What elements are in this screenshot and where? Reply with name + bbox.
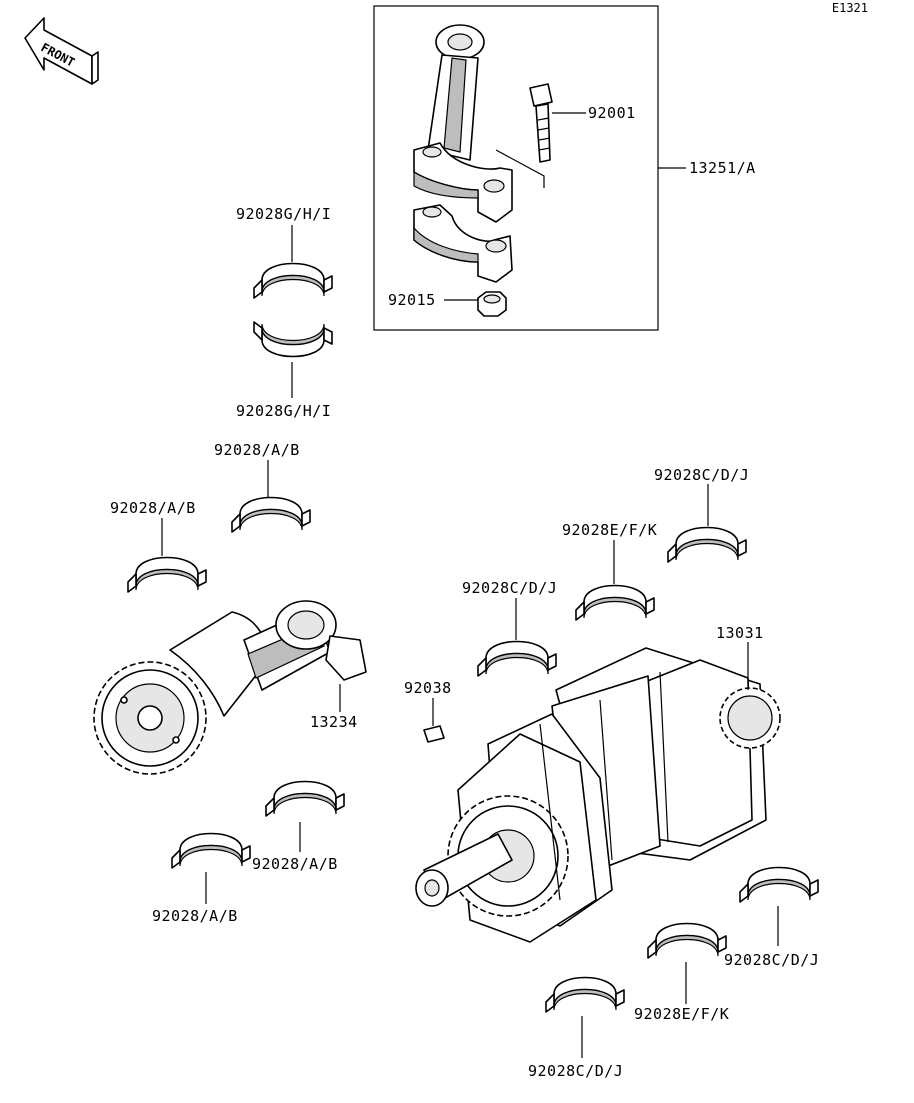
label-92015: 92015 [388, 291, 436, 309]
connecting-rod [413, 24, 513, 223]
bearing-shell-cdj-1 [477, 640, 557, 677]
bearing-shell-ab-4 [171, 832, 251, 869]
bearing-shell-cdj-4 [545, 976, 625, 1013]
rod-nut [477, 291, 507, 317]
bolt-leader-line [495, 149, 545, 188]
bearing-shell-ab-2 [127, 556, 207, 593]
label-92028efk-1: 92028E/F/K [562, 521, 657, 539]
label-13234: 13234 [310, 713, 358, 731]
label-92028ab-1: 92028/A/B [214, 441, 300, 459]
label-13251-a: 13251/A [689, 159, 756, 177]
label-92028cdj-2: 92028C/D/J [654, 466, 749, 484]
front-arrow-icon: FRONT [24, 17, 99, 85]
label-92028ab-3: 92028/A/B [252, 855, 338, 873]
label-92028ab-4: 92028/A/B [152, 907, 238, 925]
bearing-shell-cdj-2 [667, 526, 747, 563]
bearing-shell-ab-3 [265, 780, 345, 817]
connecting-rod-cap [413, 204, 513, 283]
label-92028ghi-bottom: 92028G/H/I [236, 402, 331, 420]
label-92028cdj-4: 92028C/D/J [528, 1062, 623, 1080]
label-13031: 13031 [716, 624, 764, 642]
bearing-shell-efk-2 [647, 922, 727, 959]
label-92028efk-2: 92028E/F/K [634, 1005, 729, 1023]
label-92028cdj-3: 92028C/D/J [724, 951, 819, 969]
bearing-shell-cdj-3 [739, 866, 819, 903]
label-92001: 92001 [588, 104, 636, 122]
crankshaft [415, 647, 781, 943]
bearing-shell-efk-1 [575, 584, 655, 621]
bearing-shell-ghi-upper [253, 262, 333, 299]
balancer-shaft [93, 600, 367, 775]
bearing-shell-ab-1 [231, 496, 311, 533]
label-92028ghi-top: 92028G/H/I [236, 205, 331, 223]
leader-lines [161, 112, 779, 1058]
diagram-code: E1321 [832, 1, 868, 15]
bearing-shell-ghi-lower [253, 321, 333, 358]
label-92038: 92038 [404, 679, 452, 697]
label-92028cdj-1: 92028C/D/J [462, 579, 557, 597]
label-92028ab-2: 92028/A/B [110, 499, 196, 517]
rod-bolt [529, 83, 553, 163]
woodruff-key [423, 725, 445, 743]
